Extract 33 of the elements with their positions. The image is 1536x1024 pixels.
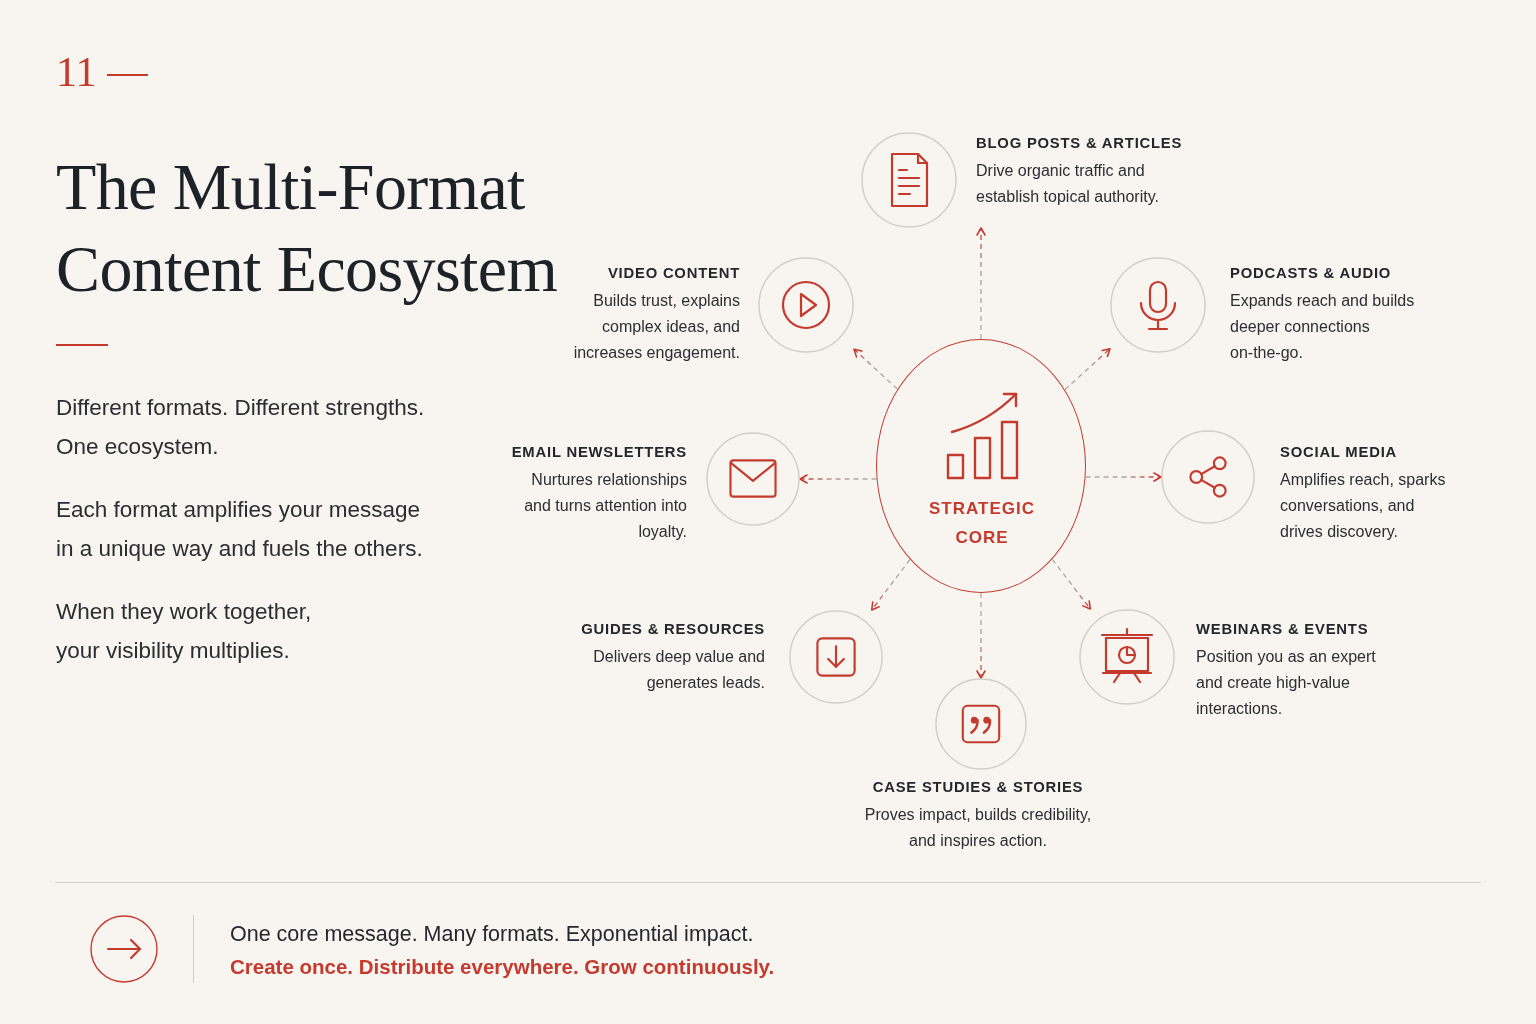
page-number: 11 xyxy=(56,51,97,93)
intro-paragraph: When they work together, your visibility multiplies. xyxy=(56,598,313,665)
format-heading: CASE STUDIES & STORIES xyxy=(872,778,1084,797)
format-heading: VIDEO CONTENT xyxy=(606,264,740,283)
tagline: One core message. Many formats. Exponential impact. xyxy=(230,921,754,948)
format-description: Expands reach and builds deeper connections on-the-go. xyxy=(1230,291,1416,363)
dashed-arrow xyxy=(1051,558,1092,610)
format-description: Proves impact, builds credibility, and inspires action. xyxy=(864,805,1092,851)
format-description: Drive organic traffic and establish topical authority. xyxy=(976,161,1160,207)
format-heading: GUIDES & RESOURCES xyxy=(580,620,765,639)
format-heading: BLOG POSTS & ARTICLES xyxy=(976,134,1184,153)
intro-paragraph: Each format amplifies your message in a unique way and fuels the others. xyxy=(56,496,424,563)
intro-paragraph: Different formats. Different strengths. One ecosystem. xyxy=(56,394,426,461)
dashed-arrow xyxy=(976,227,986,340)
dashed-arrow xyxy=(799,474,878,484)
tagline-emphasis: Create once. Distribute everywhere. Grow continuously. xyxy=(230,954,775,980)
dashed-arrow xyxy=(1064,347,1111,391)
dashed-arrow xyxy=(1084,472,1162,482)
format-heading: EMAIL NEWSLETTERS xyxy=(510,443,687,462)
dashed-arrow xyxy=(853,348,899,390)
dashed-arrow xyxy=(976,592,986,679)
format-description: Nurtures relationships and turns attention into loyalty. xyxy=(523,470,687,542)
format-description: Delivers deep value and generates leads. xyxy=(592,647,765,693)
format-heading: PODCASTS & AUDIO xyxy=(1230,264,1393,283)
format-description: Position you as an expert and create high-value interactions. xyxy=(1196,647,1377,719)
format-description: Builds trust, explains complex ideas, and increases engagement. xyxy=(572,291,740,363)
core-ellipse xyxy=(876,339,1086,593)
title: The Multi-Format Content Ecosystem xyxy=(56,149,559,307)
format-heading: SOCIAL MEDIA xyxy=(1280,443,1399,462)
dashed-arrow xyxy=(870,558,911,611)
core-label: STRATEGIC CORE xyxy=(928,498,1036,549)
format-heading: WEBINARS & EVENTS xyxy=(1196,620,1370,639)
format-description: Amplifies reach, sparks conversations, and drives discovery. xyxy=(1280,470,1447,542)
